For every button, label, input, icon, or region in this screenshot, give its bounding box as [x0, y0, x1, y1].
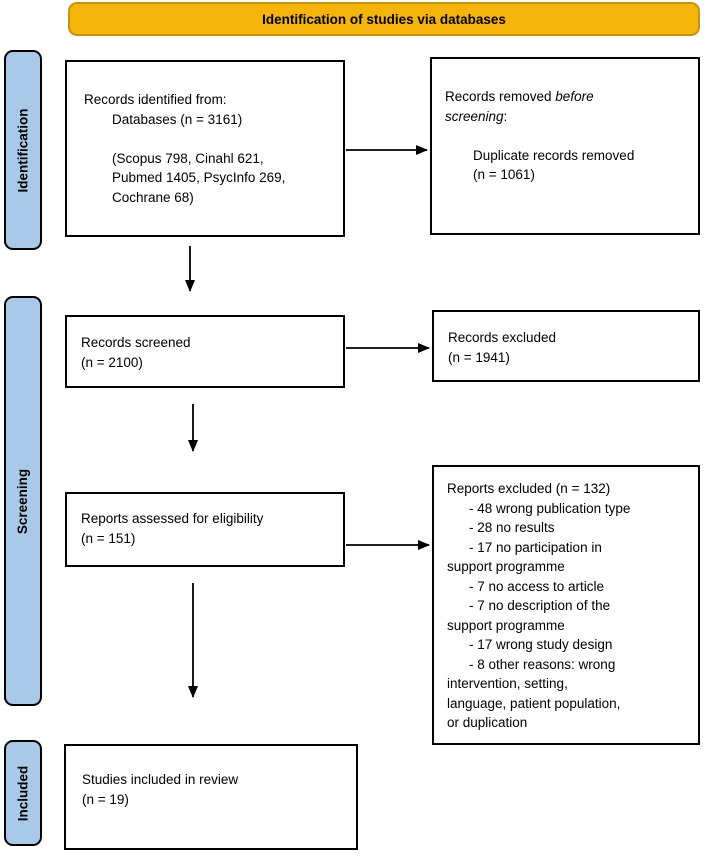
text-line: language, patient population,: [447, 695, 621, 711]
text-line: - 17 no participation in: [469, 539, 602, 555]
banner-title: Identification of studies via databases: [262, 11, 506, 27]
text-line: - 8 other reasons: wrong: [469, 656, 616, 672]
text-line: Records removed before: [445, 87, 688, 107]
text-line: (n = 2100): [81, 354, 143, 370]
box-reports-excluded: Reports excluded (n = 132) - 48 wrong pu…: [432, 465, 700, 745]
text-line: (n = 1941): [448, 349, 510, 365]
box-reports-assessed: Reports assessed for eligibility (n = 15…: [65, 492, 345, 567]
text-line: support programme: [447, 617, 565, 633]
box-records-removed-before-screening: Records removed before screening: Duplic…: [430, 57, 700, 235]
text-line: - 48 wrong publication type: [469, 500, 631, 516]
box-records-identified: Records identified from: Databases (n = …: [65, 60, 345, 237]
stage-label-text: Screening: [15, 468, 31, 534]
stage-label-text: Included: [15, 765, 31, 821]
text-line: Reports assessed for eligibility: [81, 511, 264, 526]
text-line: Databases (n = 3161): [112, 111, 243, 127]
text-line: (n = 1061): [473, 167, 535, 182]
text-line: - 17 wrong study design: [469, 637, 613, 652]
text-segment-italic: screening: [445, 108, 504, 124]
text-line: support programme: [447, 559, 565, 574]
text-line: Pubmed 1405, PsycInfo 269,: [112, 170, 286, 185]
banner: Identification of studies via databases: [68, 2, 700, 36]
stage-label-included: Included: [4, 740, 42, 846]
stage-label-identification: Identification: [4, 50, 42, 250]
text-line: Reports excluded (n = 132): [447, 481, 611, 496]
text-segment-italic: before: [555, 89, 594, 104]
text-line: Records screened: [81, 335, 191, 350]
text-line: - 7 no access to article: [469, 578, 605, 594]
box-studies-included: Studies included in review (n = 19): [64, 744, 358, 850]
text-line: Records excluded: [448, 330, 557, 345]
spacer: [445, 126, 688, 146]
text-line: - 7 no description of the: [469, 598, 611, 613]
spacer: [84, 129, 333, 149]
text-line: Cochrane 68): [112, 189, 194, 205]
text-segment: :: [503, 108, 508, 124]
text-line: Records identified from:: [84, 92, 227, 107]
text-segment: Records removed: [445, 89, 556, 104]
text-line: screening:: [445, 107, 688, 127]
text-line: (n = 19): [82, 791, 129, 807]
text-line: intervention, setting,: [447, 676, 568, 691]
text-line: Duplicate records removed: [473, 147, 635, 163]
text-line: - 28 no results: [469, 520, 555, 535]
text-line: (n = 151): [81, 530, 136, 546]
box-records-excluded: Records excluded (n = 1941): [432, 310, 700, 382]
stage-label-screening: Screening: [4, 296, 42, 706]
stage-label-text: Identification: [15, 108, 31, 192]
text-line: (Scopus 798, Cinahl 621,: [112, 150, 264, 166]
text-line: Studies included in review: [82, 772, 239, 787]
text-line: or duplication: [447, 715, 528, 730]
box-records-screened: Records screened (n = 2100): [65, 315, 345, 388]
